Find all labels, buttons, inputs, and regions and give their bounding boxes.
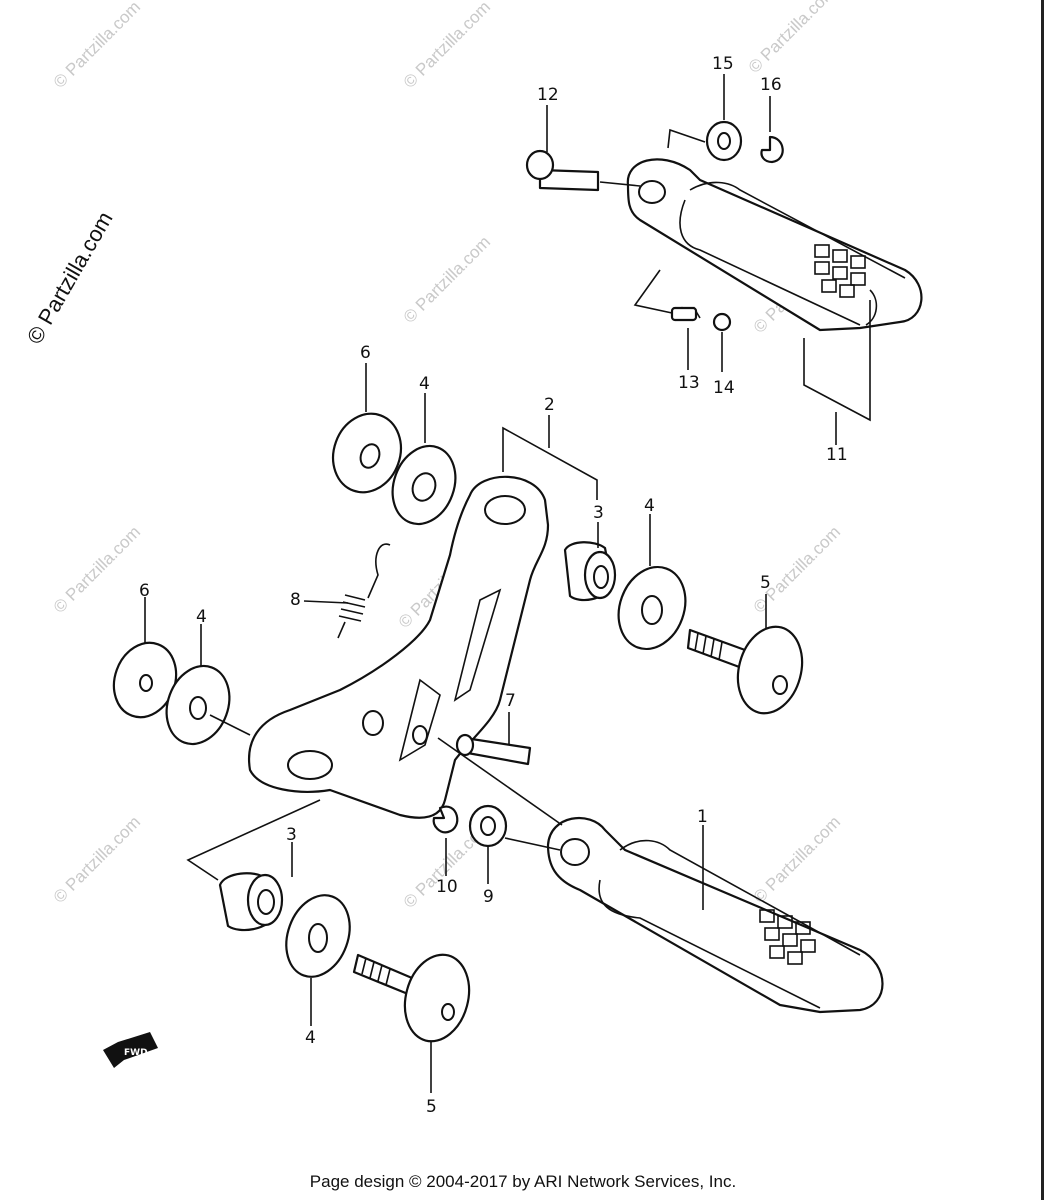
spring-13 — [633, 269, 701, 322]
callout-13: 13 — [678, 373, 700, 393]
callout-3-lower: 3 — [286, 825, 297, 845]
footer-copyright: Page design © 2004-2017 by ARI Network S… — [309, 1172, 737, 1191]
callout-4-bottom: 4 — [305, 1028, 316, 1048]
washer-6-lower — [112, 641, 178, 719]
leader-lines — [144, 74, 871, 1093]
callout-11: 11 — [826, 445, 848, 465]
callout-4-right: 4 — [644, 496, 655, 516]
ball-14 — [712, 312, 732, 332]
callout-10: 10 — [436, 877, 458, 897]
forward-arrow-icon: FWD — [103, 1032, 158, 1068]
e-clip-10 — [432, 805, 459, 834]
callout-6-lower: 6 — [139, 581, 150, 601]
clevis-pin-12 — [525, 149, 641, 192]
callout-5-right: 5 — [760, 573, 771, 593]
washer-15 — [667, 120, 743, 162]
callout-4-left: 4 — [196, 607, 207, 627]
callout-3-upper: 3 — [593, 503, 604, 523]
spring-8 — [337, 543, 391, 639]
footrest-bracket-2 — [247, 475, 550, 819]
washer-9 — [468, 804, 508, 848]
bolt-5-right — [686, 625, 804, 715]
callout-6-upper: 6 — [360, 343, 371, 363]
footpeg-lower — [437, 737, 884, 1014]
callout-1: 1 — [697, 807, 708, 827]
callout-9: 9 — [483, 887, 494, 907]
callout-4-upper: 4 — [419, 374, 430, 394]
right-border — [1041, 0, 1044, 1200]
washer-4-bottom — [285, 894, 351, 978]
washer-4-lower — [165, 664, 251, 746]
fwd-label: FWD — [124, 1048, 148, 1058]
e-clip-16 — [760, 135, 784, 164]
callout-15: 15 — [712, 54, 734, 74]
collar-3-upper — [563, 541, 617, 602]
washer-4-upper — [391, 444, 457, 526]
callout-5-bottom: 5 — [426, 1097, 437, 1117]
callout-8: 8 — [290, 590, 301, 610]
callout-2: 2 — [544, 395, 555, 415]
callout-12: 12 — [537, 85, 559, 105]
washer-4-right — [617, 565, 687, 651]
callout-7: 7 — [505, 691, 516, 711]
collar-3-lower — [186, 799, 321, 932]
callout-14: 14 — [713, 378, 735, 398]
washer-6-upper — [332, 412, 402, 494]
footpeg-upper — [626, 158, 923, 332]
bolt-5-bottom — [352, 953, 471, 1043]
clevis-pin-7 — [455, 733, 532, 766]
callout-16: 16 — [760, 75, 782, 95]
